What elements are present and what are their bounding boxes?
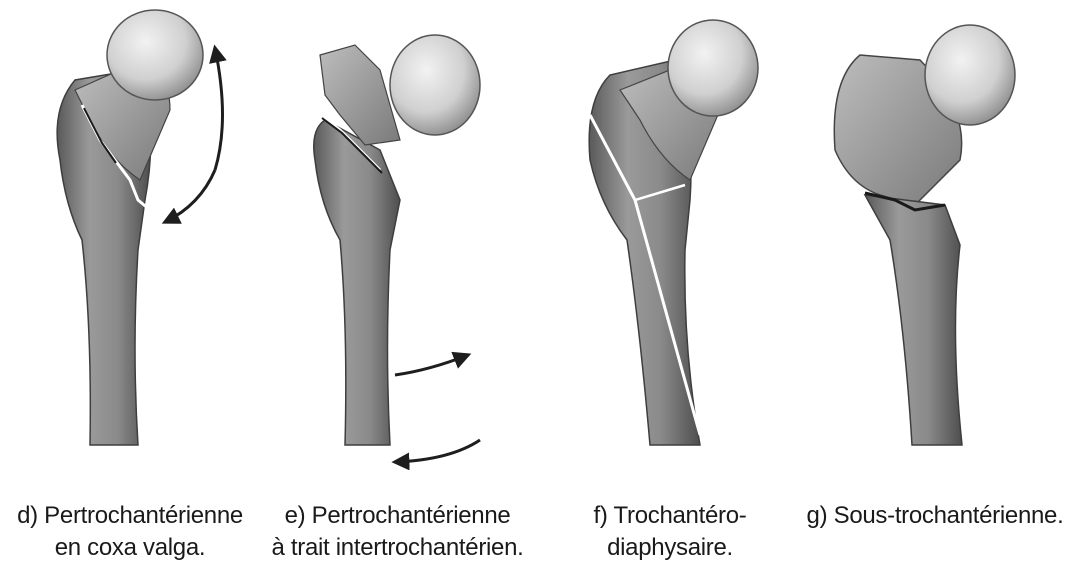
rotation-arrow-left [165, 170, 215, 222]
caption-d: d) Pertrochantérienne en coxa valga. [0, 500, 260, 564]
femur-figure-e [290, 0, 550, 470]
caption-e-line2: à trait intertrochantérien. [260, 532, 535, 564]
femur-shaft [314, 120, 400, 445]
caption-f-line2: diaphysaire. [570, 532, 770, 564]
femoral-head [925, 25, 1015, 125]
femur-figure-g [820, 0, 1080, 470]
femur-e-illustration [290, 0, 550, 470]
femur-f-illustration [565, 0, 825, 470]
caption-f-line1: f) Trochantéro- [570, 500, 770, 532]
rotation-arrow-up [215, 48, 223, 170]
caption-g: g) Sous-trochantérienne. [790, 500, 1080, 532]
caption-e-line1: e) Pertrochantérienne [260, 500, 535, 532]
rotation-arrow-left [395, 440, 480, 462]
distal-shaft [865, 195, 962, 445]
caption-f: f) Trochantéro- diaphysaire. [570, 500, 770, 564]
caption-d-line1: d) Pertrochantérienne [0, 500, 260, 532]
femoral-head [390, 35, 480, 135]
femur-d-illustration [20, 0, 280, 470]
femur-figure-f [565, 0, 825, 470]
femur-figure-d [20, 0, 280, 470]
femur-g-illustration [820, 0, 1080, 470]
caption-g-line1: g) Sous-trochantérienne. [790, 500, 1080, 532]
caption-d-line2: en coxa valga. [0, 532, 260, 564]
caption-e: e) Pertrochantérienne à trait intertroch… [260, 500, 535, 564]
femoral-head [107, 10, 203, 100]
femoral-head [668, 20, 758, 116]
rotation-arrow-right [395, 355, 468, 375]
